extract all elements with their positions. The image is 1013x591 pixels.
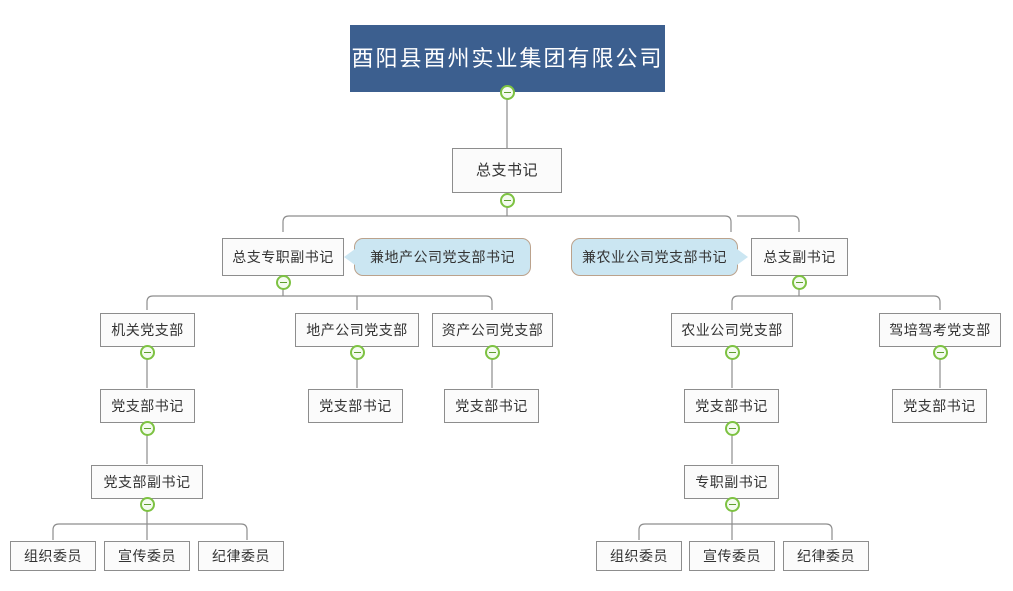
collapse-minus-icon-zhibu-fushuji[interactable] <box>140 497 155 512</box>
root-node-company[interactable]: 酉阳县酉州实业集团有限公司 <box>350 25 665 92</box>
node-zhibu-shuji-zichan[interactable]: 党支部书记 <box>444 389 539 423</box>
node-zhibu-shuji-nongye[interactable]: 党支部书记 <box>684 389 779 423</box>
node-dichan-zhibu[interactable]: 地产公司党支部 <box>295 313 419 347</box>
node-zhibu-shuji-dichan[interactable]: 党支部书记 <box>308 389 403 423</box>
node-zhibu-shuji-jiapei[interactable]: 党支部书记 <box>892 389 987 423</box>
node-zongzhi-shuji[interactable]: 总支书记 <box>452 148 562 193</box>
node-zongzhi-zhuanzhi-fushuji[interactable]: 总支专职副书记 <box>222 238 344 276</box>
collapse-minus-icon-nongye-zhibu[interactable] <box>725 345 740 360</box>
collapse-minus-icon-zongzhi-zhuanzhi-fushuji[interactable] <box>276 275 291 290</box>
collapse-minus-icon-zhibu-shuji-nongye[interactable] <box>725 421 740 436</box>
node-zhibu-fushuji[interactable]: 党支部副书记 <box>91 465 203 499</box>
collapse-minus-icon-zongzhi-shuji[interactable] <box>500 193 515 208</box>
collapse-minus-icon-zhuanzhi-fushuji[interactable] <box>725 497 740 512</box>
node-jiguan-zhibu[interactable]: 机关党支部 <box>100 313 195 347</box>
node-nongye-zhibu[interactable]: 农业公司党支部 <box>671 313 793 347</box>
collapse-minus-icon-dichan-zhibu[interactable] <box>350 345 365 360</box>
node-zhuanzhi-fushuji[interactable]: 专职副书记 <box>684 465 779 499</box>
callout-dichan-concurrent-label: 兼地产公司党支部书记 <box>370 249 515 265</box>
node-xuanchuan-weiyuan-left[interactable]: 宣传委员 <box>104 541 190 571</box>
collapse-minus-icon-zongzhi-fushuji[interactable] <box>792 275 807 290</box>
callout-nongye-concurrent[interactable]: 兼农业公司党支部书记 <box>571 238 748 276</box>
callout-tail-right-icon <box>737 249 748 265</box>
collapse-minus-icon-jiguan-zhibu[interactable] <box>140 345 155 360</box>
node-zuzhi-weiyuan-left[interactable]: 组织委员 <box>10 541 96 571</box>
node-zichan-zhibu[interactable]: 资产公司党支部 <box>432 313 553 347</box>
node-zuzhi-weiyuan-right[interactable]: 组织委员 <box>596 541 682 571</box>
node-jiapei-zhibu[interactable]: 驾培驾考党支部 <box>879 313 1001 347</box>
callout-tail-left-icon <box>344 249 355 265</box>
callout-dichan-concurrent[interactable]: 兼地产公司党支部书记 <box>344 238 531 276</box>
collapse-minus-icon-zhibu-shuji-jiguan[interactable] <box>140 421 155 436</box>
callout-nongye-concurrent-label: 兼农业公司党支部书记 <box>582 249 727 265</box>
collapse-minus-icon-root[interactable] <box>500 85 515 100</box>
collapse-minus-icon-jiapei-zhibu[interactable] <box>933 345 948 360</box>
collapse-minus-icon-zichan-zhibu[interactable] <box>485 345 500 360</box>
node-jilv-weiyuan-right[interactable]: 纪律委员 <box>783 541 869 571</box>
node-zongzhi-fushuji[interactable]: 总支副书记 <box>751 238 848 276</box>
node-zhibu-shuji-jiguan[interactable]: 党支部书记 <box>100 389 195 423</box>
node-xuanchuan-weiyuan-right[interactable]: 宣传委员 <box>689 541 775 571</box>
node-jilv-weiyuan-left[interactable]: 纪律委员 <box>198 541 284 571</box>
